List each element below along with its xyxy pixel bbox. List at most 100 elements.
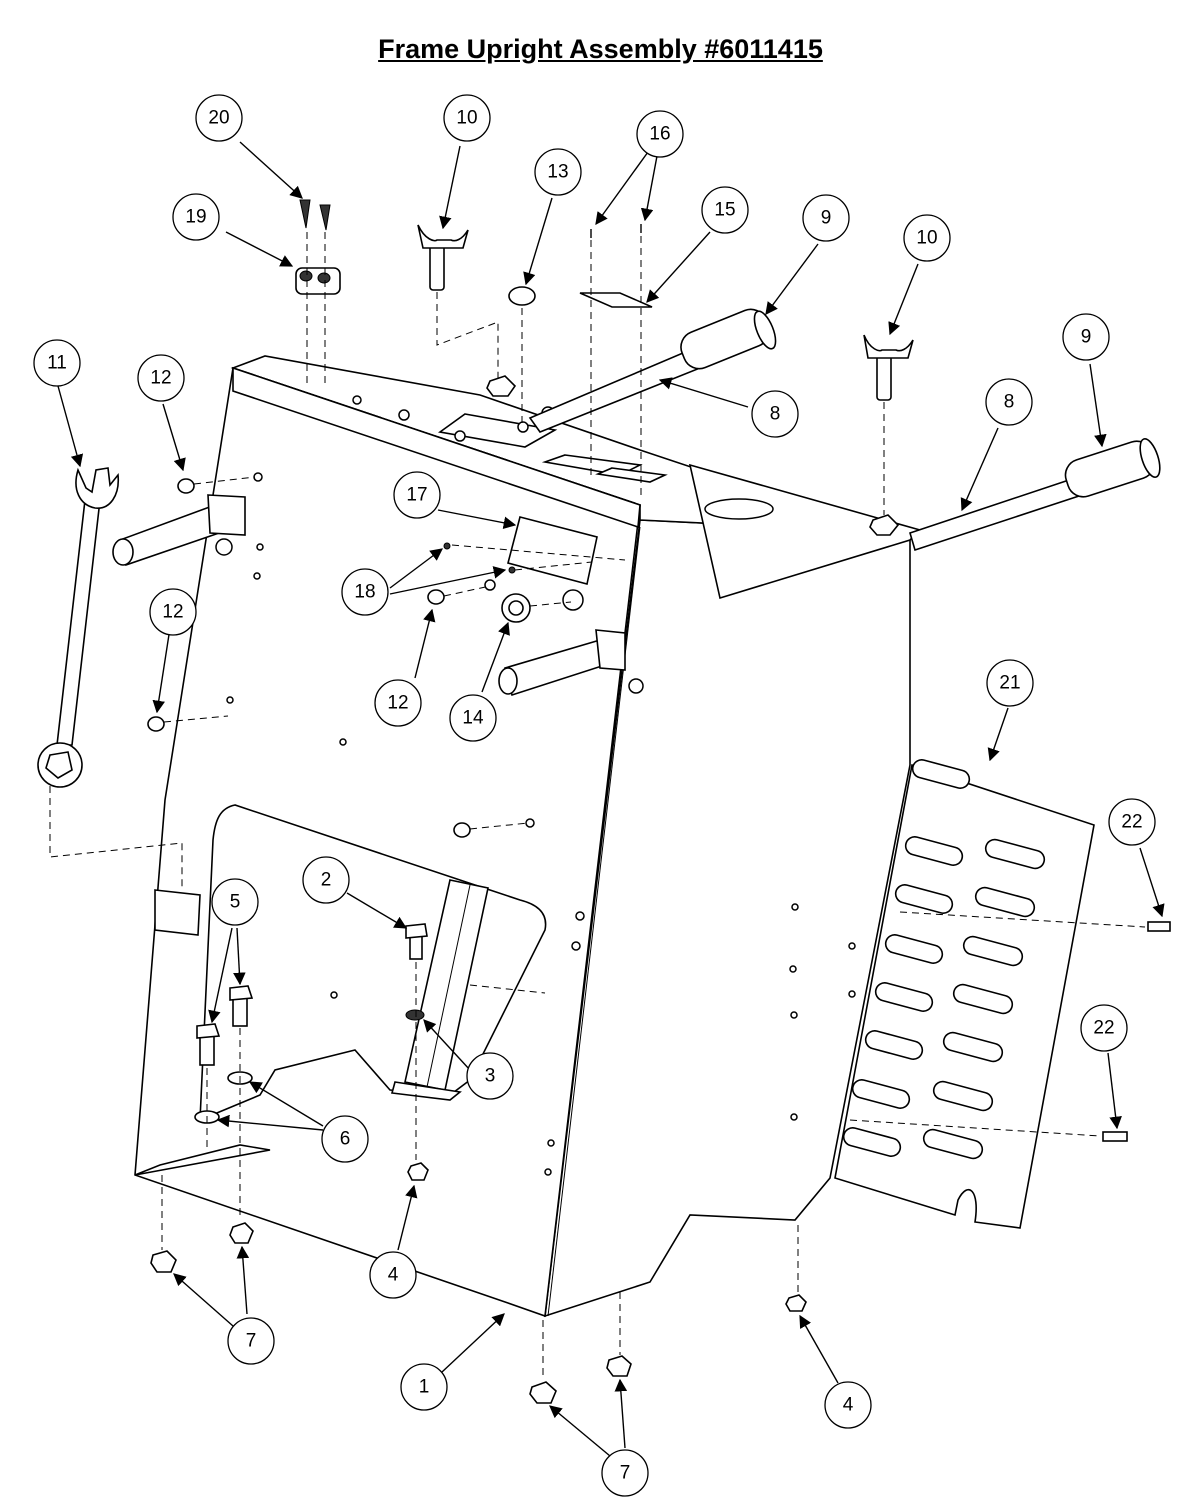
hole-plug <box>508 286 536 306</box>
callout-label: 21 <box>999 673 1020 694</box>
callout-balloon: 17 <box>393 471 441 519</box>
callout-balloon: 22 <box>1080 1004 1128 1052</box>
nut-left-2 <box>229 1222 254 1244</box>
callout-label: 1 <box>419 1377 430 1398</box>
nut-left-1 <box>150 1250 177 1273</box>
callout-label: 5 <box>230 892 241 913</box>
callout-balloon: 18 <box>341 568 389 616</box>
assembly-lines <box>49 232 1146 1380</box>
callout-balloon: 2 <box>302 856 350 904</box>
callout-balloon: 16 <box>636 110 684 158</box>
callout-balloon: 11 <box>33 339 81 387</box>
callout-balloon: 13 <box>534 148 582 196</box>
callout-label: 10 <box>916 228 937 249</box>
left-foot <box>134 1144 271 1176</box>
callout-balloon: 9 <box>1062 313 1110 361</box>
callout-label: 8 <box>1004 392 1015 413</box>
top-flange <box>232 366 641 529</box>
callout-label: 7 <box>246 1331 257 1352</box>
bolt-lower <box>199 1034 215 1066</box>
callout-label: 10 <box>456 108 477 129</box>
callout-label: 14 <box>462 708 484 729</box>
callout-label: 12 <box>162 602 183 623</box>
side-tube-lower <box>498 629 626 697</box>
callout-balloon: 9 <box>802 194 850 242</box>
callout-balloon: 14 <box>449 694 497 742</box>
nut-bottom-2 <box>606 1355 632 1377</box>
louvered-panel <box>834 759 1095 1229</box>
callout-label: 15 <box>714 200 735 221</box>
callout-label: 18 <box>354 582 375 603</box>
handle-left <box>528 308 777 433</box>
callout-label: 2 <box>321 870 332 891</box>
callout-label: 12 <box>387 693 408 714</box>
callout-balloon: 5 <box>211 878 259 926</box>
frame-upright <box>134 355 922 1318</box>
callout-balloon: 6 <box>321 1115 369 1163</box>
callout-balloon: 19 <box>172 193 220 241</box>
callout-balloon: 7 <box>601 1449 649 1497</box>
callout-balloon: 15 <box>701 186 749 234</box>
callout-label: 4 <box>388 1265 399 1286</box>
rail-foot <box>390 1081 462 1101</box>
callout-balloon: 1 <box>400 1363 448 1411</box>
caution-plate <box>579 292 653 308</box>
callout-balloon: 7 <box>227 1317 275 1365</box>
top-slot-3 <box>595 467 668 483</box>
diagram-title: Frame Upright Assembly #6011415 <box>378 34 823 64</box>
callout-label: 19 <box>185 207 206 228</box>
side-bracket <box>154 889 201 936</box>
callout-label: 22 <box>1121 812 1142 833</box>
wrench <box>37 467 120 788</box>
callout-label: 4 <box>843 1395 854 1416</box>
rivet-lower <box>508 566 516 574</box>
callout-balloon: 12 <box>149 588 197 636</box>
louver-slots <box>842 759 1046 1160</box>
top-nut-right <box>869 514 900 536</box>
callout-balloon: 21 <box>986 659 1034 707</box>
bolt-rail <box>409 934 423 960</box>
callout-balloon: 4 <box>824 1381 872 1429</box>
rivet-upper <box>443 542 451 550</box>
plug-face <box>453 822 471 838</box>
callout-balloon: 10 <box>443 94 491 142</box>
callout-balloon: 3 <box>466 1052 514 1100</box>
callout-label: 17 <box>406 485 427 506</box>
right-side-panel <box>544 519 911 1318</box>
callout-label: 7 <box>620 1463 631 1484</box>
callout-label: 8 <box>770 404 781 425</box>
callout-balloon: 20 <box>195 94 243 142</box>
leader-lines <box>57 141 1165 1457</box>
wing-bolt-right <box>863 334 914 401</box>
washer-rail <box>405 1009 425 1021</box>
callout-balloon: 22 <box>1108 798 1156 846</box>
screw-upper <box>1147 921 1171 932</box>
callout-label: 22 <box>1093 1018 1114 1039</box>
top-right-deck <box>688 463 922 600</box>
callout-balloon: 8 <box>751 390 799 438</box>
bolt-upper <box>232 997 248 1027</box>
cord-clip <box>295 199 341 295</box>
callout-label: 11 <box>47 353 67 374</box>
label-plate <box>507 516 598 585</box>
callout-label: 16 <box>649 124 670 145</box>
nut-panel <box>785 1294 807 1312</box>
plug-upper <box>177 478 195 494</box>
callout-label: 9 <box>1081 327 1092 348</box>
callout-balloon: 10 <box>903 214 951 262</box>
screw-lower <box>1102 1131 1128 1142</box>
top-round-hole <box>704 498 774 520</box>
callout-label: 3 <box>485 1066 496 1087</box>
nut-rail <box>407 1162 429 1181</box>
callout-balloon: 4 <box>369 1251 417 1299</box>
callout-balloon: 8 <box>985 378 1033 426</box>
callout-label: 9 <box>821 208 832 229</box>
callout-balloon: 12 <box>374 679 422 727</box>
callout-label: 20 <box>208 108 229 129</box>
top-nut-left <box>486 375 517 397</box>
wing-bolt-left <box>417 224 469 291</box>
callout-balloon: 12 <box>137 354 185 402</box>
nut-bottom-1 <box>529 1381 557 1404</box>
side-tube-upper <box>112 494 246 567</box>
